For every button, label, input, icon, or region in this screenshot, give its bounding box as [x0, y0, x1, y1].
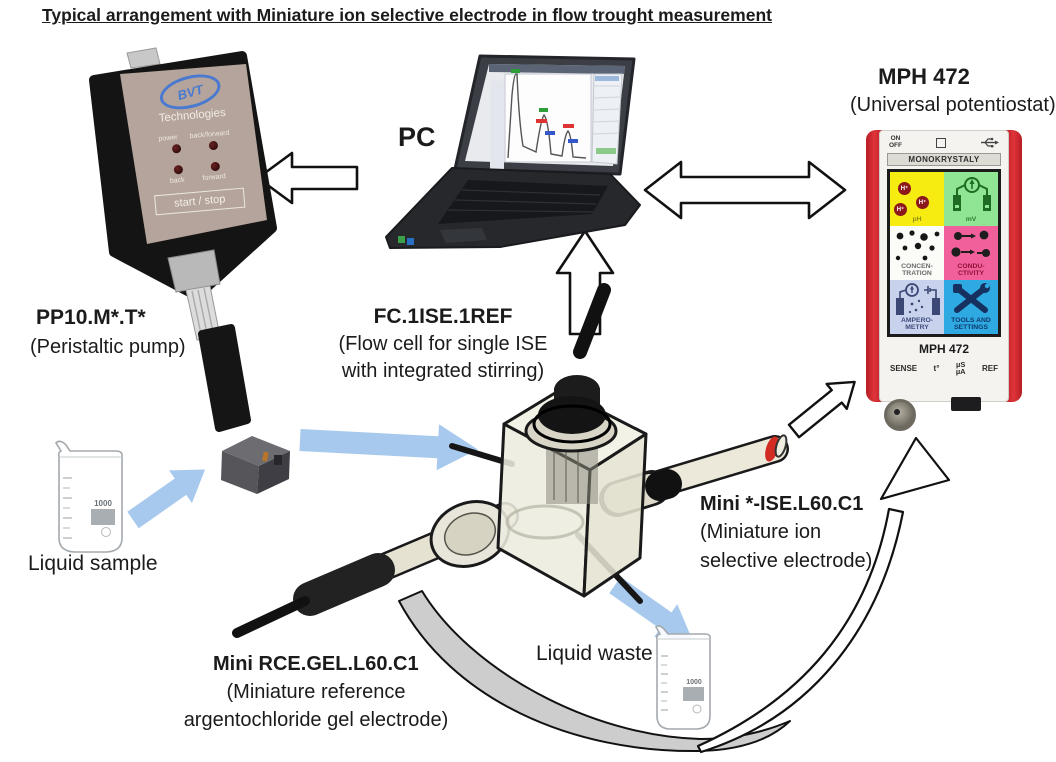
tile-tools-settings[interactable]: TOOLS AND SETTINGS [944, 279, 998, 334]
forward-led [210, 161, 221, 172]
start-stop-button[interactable]: start / stop [154, 187, 246, 216]
tile-amperometry-line2: METRY [905, 324, 929, 332]
tile-concentration-line2: TRATION [902, 270, 932, 278]
potentiostat-topbar: ON OFF [880, 131, 1008, 150]
reference-electrode-desc-line1: (Miniature reference [226, 681, 406, 703]
pump-label-back: back [169, 176, 185, 185]
voltmeter-icon [953, 176, 991, 211]
tools-icon [953, 282, 990, 313]
flow-arrow-pump-to-cell [299, 424, 478, 471]
on-off-switch[interactable]: ON OFF [889, 135, 902, 150]
bvt-logo-text: BVT [175, 81, 205, 103]
ise-name-label: Mini *-ISE.L60.C1 [700, 493, 864, 515]
device-red-edge-right [1005, 130, 1022, 402]
conductivity-ions-icon [951, 230, 990, 257]
ref-port-label: REF [981, 363, 998, 373]
bnc-connector [884, 399, 916, 431]
flow-cell [232, 283, 789, 638]
tile-concentration-label: CONCEN- TRATION [890, 263, 944, 278]
brand-bar: MONOKRYSTALY [887, 152, 1001, 166]
pump-label-forward: forward [202, 173, 227, 183]
flow-arrow-sample-to-pump [127, 469, 206, 529]
arrow-cell-to-pc [555, 229, 615, 336]
us-ua-port-label: µS µA [956, 361, 966, 376]
potentiostat-name-label: MPH 472 [878, 64, 970, 89]
sense-port-label: SENSE [890, 363, 918, 373]
pump-label-back-forward: back/forward [189, 129, 230, 141]
amperometry-icon [896, 282, 940, 315]
waste-beaker-volume: 1000 [686, 679, 702, 686]
laptop [385, 54, 641, 249]
flow-cell-desc-line1: (Flow cell for single ISE [338, 333, 548, 355]
potentiostat-device: ON OFF MONOKRYSTALY H⁺ H⁺ H⁺ p [866, 130, 1022, 402]
display-window-icon [936, 137, 946, 148]
tile-conductivity-line2: CTIVITY [957, 270, 985, 278]
flow-cell-name-label: FC.1ISE.1REF [373, 305, 513, 328]
device-ports-row: SENSE t° µS µA REF [880, 361, 1008, 376]
tile-mv[interactable]: mV [944, 171, 998, 226]
tile-ph-label: pH [912, 216, 922, 224]
sample-beaker: 1000 [54, 440, 123, 553]
arrow-pc-to-pump [256, 151, 359, 205]
power-led [171, 143, 182, 154]
aux-jack [951, 397, 981, 411]
liquid-waste-label: Liquid waste [536, 642, 653, 665]
us-label: µS [956, 359, 966, 369]
back-forward-led [208, 140, 219, 151]
flow-cell-desc-line2: with integrated stirring) [341, 360, 545, 382]
potentiostat-body: ON OFF MONOKRYSTALY H⁺ H⁺ H⁺ p [879, 130, 1009, 402]
pump-face-panel: BVT Technologies power back/forward back… [119, 58, 271, 239]
waste-beaker: 1000 [655, 625, 711, 730]
reference-electrode-name-label: Mini RCE.GEL.L60.C1 [213, 653, 419, 675]
ise-desc-line2: selective electrode) [700, 550, 873, 572]
tile-ph[interactable]: H⁺ H⁺ H⁺ pH [890, 171, 944, 226]
on-label: ON [890, 135, 901, 142]
reference-electrode-desc-line2: argentochloride gel electrode) [183, 709, 449, 731]
tile-amperometry[interactable]: AMPERO- METRY [890, 279, 944, 334]
ua-label: µA [955, 367, 966, 377]
usb-icon [981, 138, 999, 148]
tile-concentration-line1: CONCEN- [901, 262, 933, 270]
tile-conductivity[interactable]: CONDU- CTIVITY [944, 225, 998, 280]
tile-conductivity-line1: CONDU- [957, 262, 985, 270]
h-plus-ion: H⁺ [898, 181, 911, 195]
tile-tools-label: TOOLS AND SETTINGS [944, 317, 998, 332]
device-model-label: MPH 472 [918, 341, 970, 356]
concentration-dots-icon [895, 230, 940, 261]
ise-desc-line1: (Miniature ion [700, 521, 822, 543]
pump-name-label: PP10.M*.T* [36, 306, 146, 329]
tile-tools-line1: TOOLS AND [951, 316, 991, 324]
arrow-pc-potentiostat-double [643, 160, 847, 220]
tile-amperometry-line1: AMPERO- [900, 316, 934, 324]
pump-desc-label: (Peristaltic pump) [30, 336, 186, 358]
peristaltic-pump-device [89, 47, 290, 494]
h-plus-ion: H⁺ [894, 202, 907, 216]
tile-amperometry-label: AMPERO- METRY [890, 317, 944, 332]
device-red-edge-left [866, 130, 883, 402]
off-label: OFF [889, 141, 902, 149]
bnc-pin [894, 409, 900, 415]
diagram-title: Typical arrangement with Miniature ion s… [42, 5, 772, 25]
pump-label-power: power [158, 134, 178, 143]
tile-concentration[interactable]: CONCEN- TRATION [890, 225, 944, 280]
curved-arrow-to-potentiostat [696, 436, 951, 754]
liquid-sample-label: Liquid sample [28, 552, 158, 575]
arrow-ise-to-potentiostat [787, 380, 856, 439]
temp-port-label: t° [933, 363, 940, 373]
pc-label: PC [398, 122, 436, 152]
potentiostat-desc-label: (Universal potentiostat) [850, 94, 1056, 116]
tile-conductivity-label: CONDU- CTIVITY [944, 263, 998, 278]
swoosh-curved-arrow-tail [398, 590, 791, 753]
potentiostat-screen: H⁺ H⁺ H⁺ pH mV [887, 168, 1001, 337]
sample-beaker-volume: 1000 [94, 499, 112, 508]
stirrer-motor [524, 283, 618, 453]
h-plus-ion: H⁺ [916, 195, 929, 209]
back-led [173, 164, 184, 175]
tile-mv-label: mV [965, 216, 977, 224]
tile-tools-line2: SETTINGS [954, 324, 988, 332]
